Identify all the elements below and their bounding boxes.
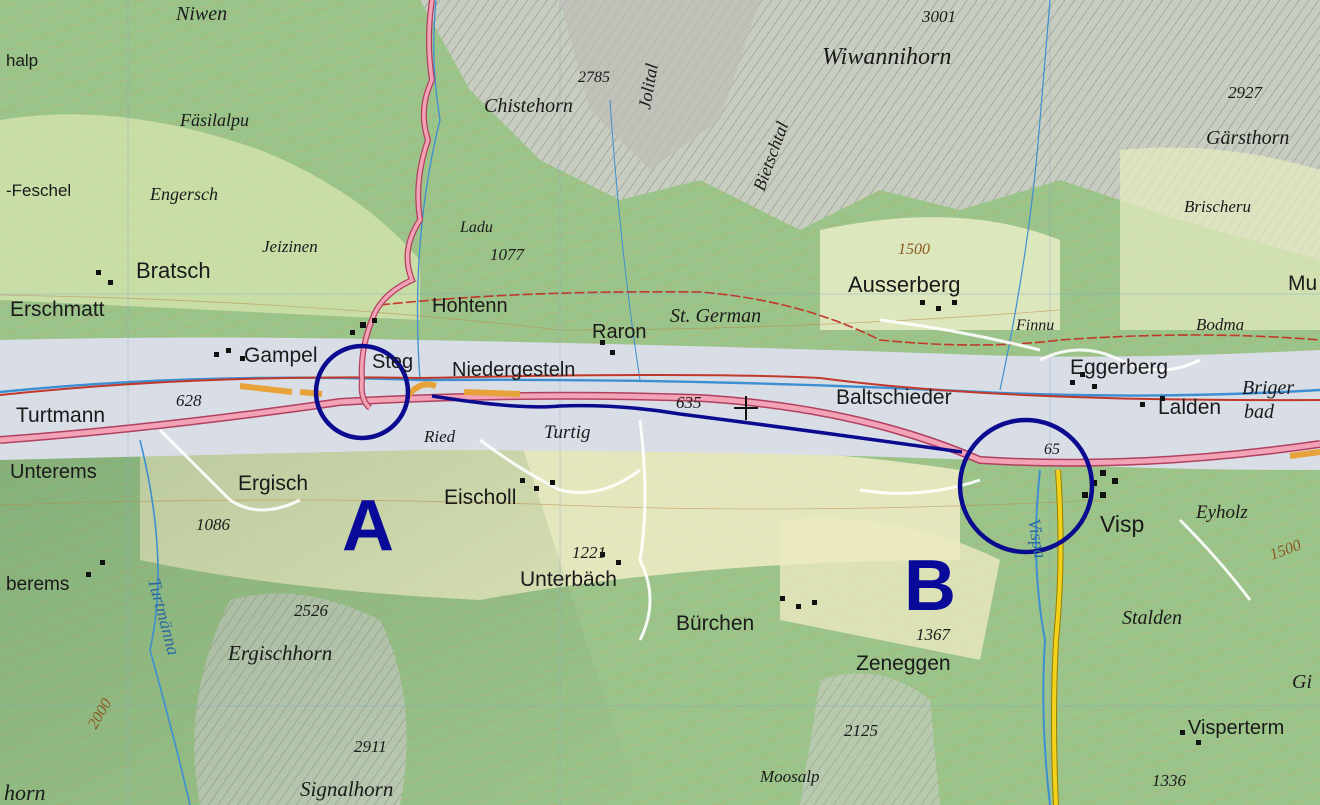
place-erschmatt: Erschmatt [10,298,105,321]
elevation-635: 635 [676,393,702,412]
place-jeizinen: Jeizinen [262,237,318,256]
place-stalden: Stalden [1122,607,1182,629]
place-chistehorn: Chistehorn [484,95,573,117]
visp-valley-road [1052,469,1063,805]
place-moosalp: Moosalp [759,767,820,786]
elevation-2785: 2785 [578,69,610,86]
place-ausserberg: Ausserberg [848,272,961,297]
elevation-2911: 2911 [354,737,387,756]
elevation-2526: 2526 [294,601,329,620]
place-eggerberg: Eggerberg [1070,356,1168,379]
elevation-1367: 1367 [916,625,952,644]
turtmanna-river [139,439,191,805]
place-horn: horn [4,780,46,805]
place-steg: Steg [372,351,413,373]
place-lalden: Lalden [1158,396,1221,419]
bietsch-river [609,99,641,381]
place-ergisch: Ergisch [238,472,308,495]
motorway-segments [239,383,1320,459]
lotschberg-railway [379,290,1320,346]
elevation-1221: 1221 [572,543,606,562]
place-signalhorn: Signalhorn [300,777,393,801]
place-turtmann: Turtmann [16,404,105,427]
route-line [431,394,963,454]
elevation-65: 65 [1044,441,1060,458]
place-oberems: berems [6,574,69,595]
zeneggen-meadow [780,518,1000,660]
elevation-1077: 1077 [490,245,526,264]
place-fasilalpu: Fäsilalpu [179,110,249,130]
lonza-road [359,0,434,410]
bodma-meadow [1120,147,1320,330]
ausserberg-meadow [820,217,1060,330]
place-turtig: Turtig [544,422,590,443]
place-gampel: Gampel [244,344,318,367]
chistehorn-rock [560,0,760,170]
marker-b-circle [957,417,1095,555]
rhone-valley [0,337,1320,470]
south-shading [0,430,640,805]
lonza-river [416,0,441,381]
elevation-628: 628 [176,391,202,410]
elevation-1086: 1086 [196,515,231,534]
place-garsthorn: Gärsthorn [1206,127,1289,149]
place-eyholz: Eyholz [1195,502,1248,523]
place-ergischhorn: Ergischhorn [227,641,332,665]
place-bratsch: Bratsch [136,258,211,283]
route-start-label: A [342,486,394,566]
contour-label-1500-north: 1500 [898,241,930,258]
rhone-river [0,376,1320,397]
elevation-1336: 1336 [1152,771,1187,790]
place-bad: bad [1244,401,1275,423]
place-zeneggen: Zeneggen [856,652,951,675]
place-niedergesteln: Niedergesteln [452,359,575,381]
place-brischeru: Brischeru [1184,197,1251,216]
railway-line [0,374,1320,402]
place-unterems: Unterems [10,461,97,483]
elevation-3001: 3001 [921,7,956,26]
place-burchen: Bürchen [676,612,754,635]
place-feschel: -Feschel [6,181,71,200]
north-meadow-west [0,114,420,321]
marker-a-circle [313,343,411,441]
secondary-roads [158,318,1252,641]
elevation-2927: 2927 [1228,83,1264,102]
place-st-german: St. German [670,305,761,327]
church-symbol [734,396,758,420]
place-halp: halp [6,51,38,70]
place-engersch: Engersch [149,184,218,204]
place-wiwannihorn: Wiwannihorn [822,44,951,70]
route-end-label: B [904,546,956,626]
place-ladu: Ladu [459,219,493,236]
place-visperterm: Visperterm [1188,717,1284,739]
place-unterbach: Unterbäch [520,568,617,591]
place-hohtenn: Hohtenn [432,295,508,317]
place-eischoll: Eischoll [444,486,516,509]
place-baltschieder: Baltschieder [836,386,952,409]
place-ried: Ried [423,427,456,446]
place-gi: Gi [1292,671,1312,693]
place-visp: Visp [1100,511,1144,537]
place-niwen: Niwen [175,3,227,25]
elevation-2125: 2125 [844,721,878,740]
place-mu: Mu [1288,272,1317,295]
place-briger: Briger [1242,377,1294,399]
vispa-river [1035,469,1051,805]
place-finnu: Finnu [1015,317,1054,334]
baltschieder-river [999,0,1051,391]
place-bodma: Bodma [1196,315,1244,334]
place-raron: Raron [592,321,646,343]
